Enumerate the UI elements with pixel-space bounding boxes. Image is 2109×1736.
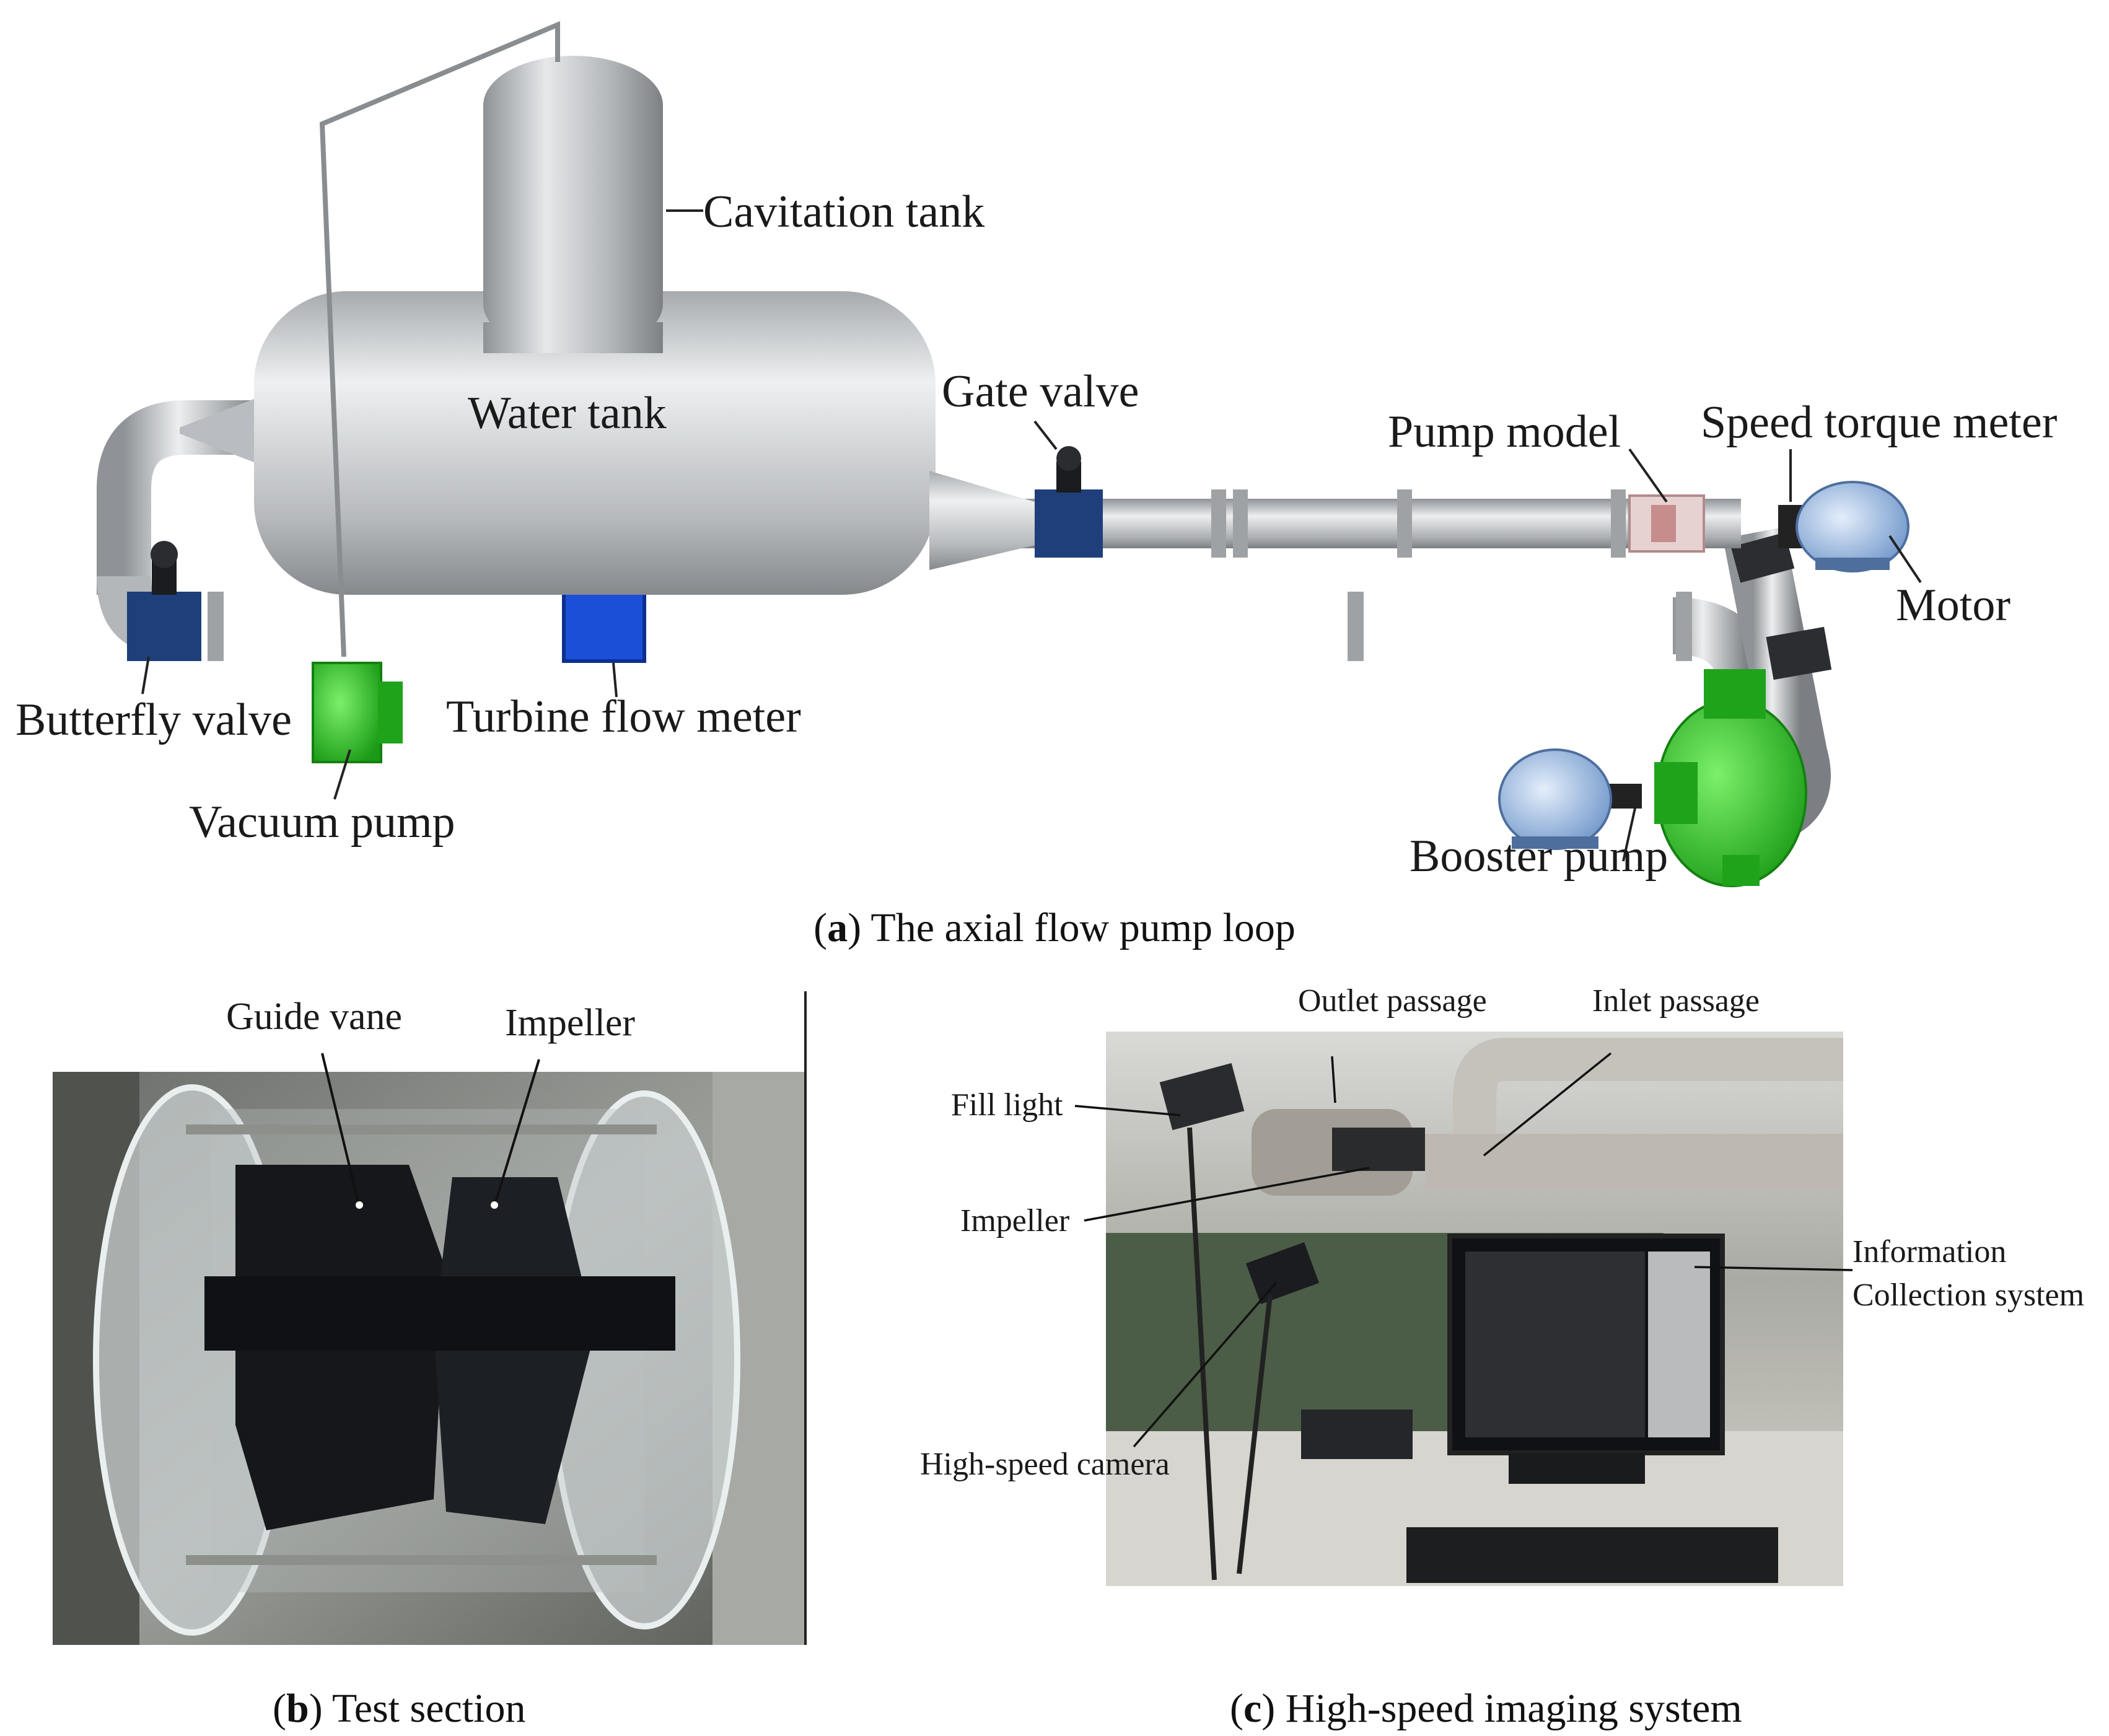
water-tank-right-cone bbox=[929, 471, 1035, 570]
panel-a-drawing bbox=[97, 20, 1922, 887]
keyboard bbox=[1406, 1527, 1778, 1583]
turbine-flow-meter bbox=[562, 590, 646, 663]
caption-c-text: High-speed imaging system bbox=[1285, 1686, 1742, 1731]
caption-a-letter: a bbox=[827, 905, 848, 950]
riser-coupling bbox=[1766, 626, 1832, 680]
caption-a: (a) The axial flow pump loop bbox=[813, 905, 1296, 950]
label-booster-pump: Booster pump bbox=[1410, 831, 1668, 882]
label-collection-system: Collection system bbox=[1852, 1278, 2085, 1313]
label-turbine-flow-meter: Turbine flow meter bbox=[446, 691, 801, 742]
water-tank-body bbox=[254, 291, 936, 595]
left-return-pipe bbox=[97, 400, 260, 595]
vacuum-line bbox=[319, 20, 560, 657]
caption-a-text: The axial flow pump loop bbox=[870, 905, 1296, 950]
panel-c-photo bbox=[1074, 1032, 1853, 1586]
butterfly-valve bbox=[127, 592, 201, 661]
label-inlet-passage: Inlet passage bbox=[1592, 983, 1760, 1019]
caption-c-letter: c bbox=[1243, 1686, 1262, 1731]
label-water-tank: Water tank bbox=[468, 388, 667, 439]
vacuum-pump bbox=[312, 662, 382, 763]
caption-b-text: Test section bbox=[332, 1686, 526, 1731]
label-guide-vane: Guide vane bbox=[226, 996, 403, 1038]
label-impeller-c: Impeller bbox=[960, 1203, 1070, 1238]
label-motor: Motor bbox=[1896, 580, 2010, 631]
label-pump-model: Pump model bbox=[1388, 406, 1621, 457]
caption-b: (b) Test section bbox=[273, 1686, 526, 1731]
label-impeller-b: Impeller bbox=[505, 1002, 636, 1044]
caption-c: (c) High-speed imaging system bbox=[1230, 1686, 1742, 1731]
panel-b-photo bbox=[53, 1053, 805, 1645]
motor-top bbox=[1796, 481, 1910, 572]
label-high-speed-camera: High-speed camera bbox=[920, 1447, 1170, 1482]
label-information: Information bbox=[1852, 1234, 2007, 1269]
high-speed-camera-body bbox=[1246, 1242, 1319, 1304]
label-speed-torque-meter: Speed torque meter bbox=[1701, 397, 2058, 448]
label-cavitation-tank: Cavitation tank bbox=[703, 186, 985, 237]
label-gate-valve: Gate valve bbox=[942, 366, 1139, 417]
label-butterfly-valve: Butterfly valve bbox=[15, 695, 292, 745]
caption-b-letter: b bbox=[286, 1686, 309, 1731]
water-tank-left-cone bbox=[180, 397, 260, 465]
label-vacuum-pump: Vacuum pump bbox=[189, 797, 455, 848]
cavitation-tank bbox=[483, 56, 663, 353]
fill-light-body bbox=[1159, 1063, 1245, 1131]
gate-valve bbox=[1035, 489, 1103, 558]
label-fill-light: Fill light bbox=[951, 1087, 1063, 1123]
label-outlet-passage: Outlet passage bbox=[1298, 983, 1487, 1019]
